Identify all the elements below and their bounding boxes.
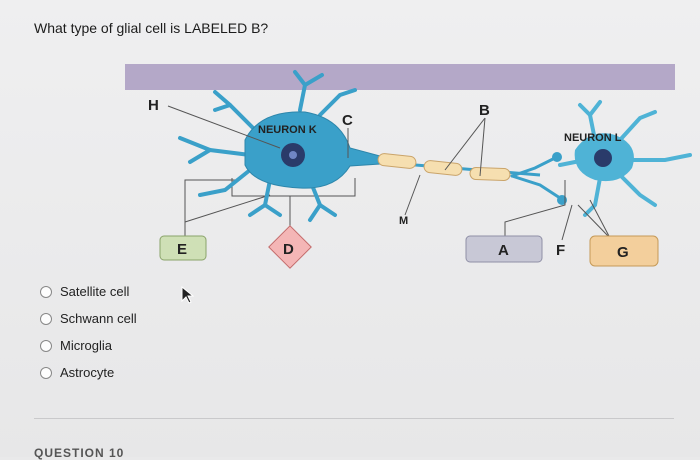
label-m: M bbox=[399, 215, 408, 227]
soma-bracket bbox=[231, 178, 356, 197]
radio-button[interactable] bbox=[40, 285, 52, 298]
neuron-k-dendrites bbox=[178, 70, 357, 222]
option-satellite-cell[interactable]: Satellite cell bbox=[40, 278, 137, 305]
diagram-header-band bbox=[125, 64, 675, 90]
label-e-leader bbox=[184, 179, 240, 236]
label-b: B bbox=[479, 102, 490, 119]
label-g: G bbox=[617, 244, 629, 261]
label-e: E bbox=[177, 241, 187, 258]
question-text: What type of glial cell is LABELED B? bbox=[34, 20, 269, 36]
section-divider bbox=[34, 418, 674, 419]
label-f: F bbox=[556, 242, 565, 259]
neuron-diagram: H C B M NEURON K NEURON L E D A F G bbox=[125, 64, 692, 269]
label-neuron-l: NEURON L bbox=[564, 132, 622, 144]
label-d: D bbox=[283, 241, 294, 258]
label-a: A bbox=[498, 242, 509, 259]
option-label: Astrocyte bbox=[60, 365, 115, 380]
option-astrocyte[interactable]: Astrocyte bbox=[40, 359, 137, 386]
label-h: H bbox=[148, 97, 159, 114]
radio-button[interactable] bbox=[40, 366, 52, 379]
label-f-leader bbox=[561, 204, 573, 241]
option-microglia[interactable]: Microglia bbox=[40, 332, 137, 359]
answer-options: Satellite cell Schwann cell Microglia As… bbox=[40, 278, 137, 386]
neuron-l-nucleus bbox=[594, 149, 612, 167]
label-m-leader bbox=[404, 174, 421, 216]
label-c: C bbox=[342, 112, 353, 129]
option-label: Schwann cell bbox=[60, 311, 137, 326]
next-question-heading: QUESTION 10 bbox=[34, 446, 125, 460]
label-h-leader bbox=[167, 105, 281, 149]
label-a-leader bbox=[504, 180, 566, 238]
option-label: Satellite cell bbox=[60, 284, 130, 299]
label-neuron-k: NEURON K bbox=[258, 124, 317, 136]
radio-button[interactable] bbox=[40, 339, 52, 352]
mouse-cursor-icon bbox=[181, 286, 194, 304]
option-label: Microglia bbox=[60, 338, 113, 353]
label-b-leader bbox=[444, 117, 486, 171]
myelin-sheaths bbox=[377, 153, 511, 181]
option-schwann-cell[interactable]: Schwann cell bbox=[40, 305, 137, 332]
label-g-leader bbox=[577, 204, 611, 239]
radio-button[interactable] bbox=[40, 312, 52, 325]
